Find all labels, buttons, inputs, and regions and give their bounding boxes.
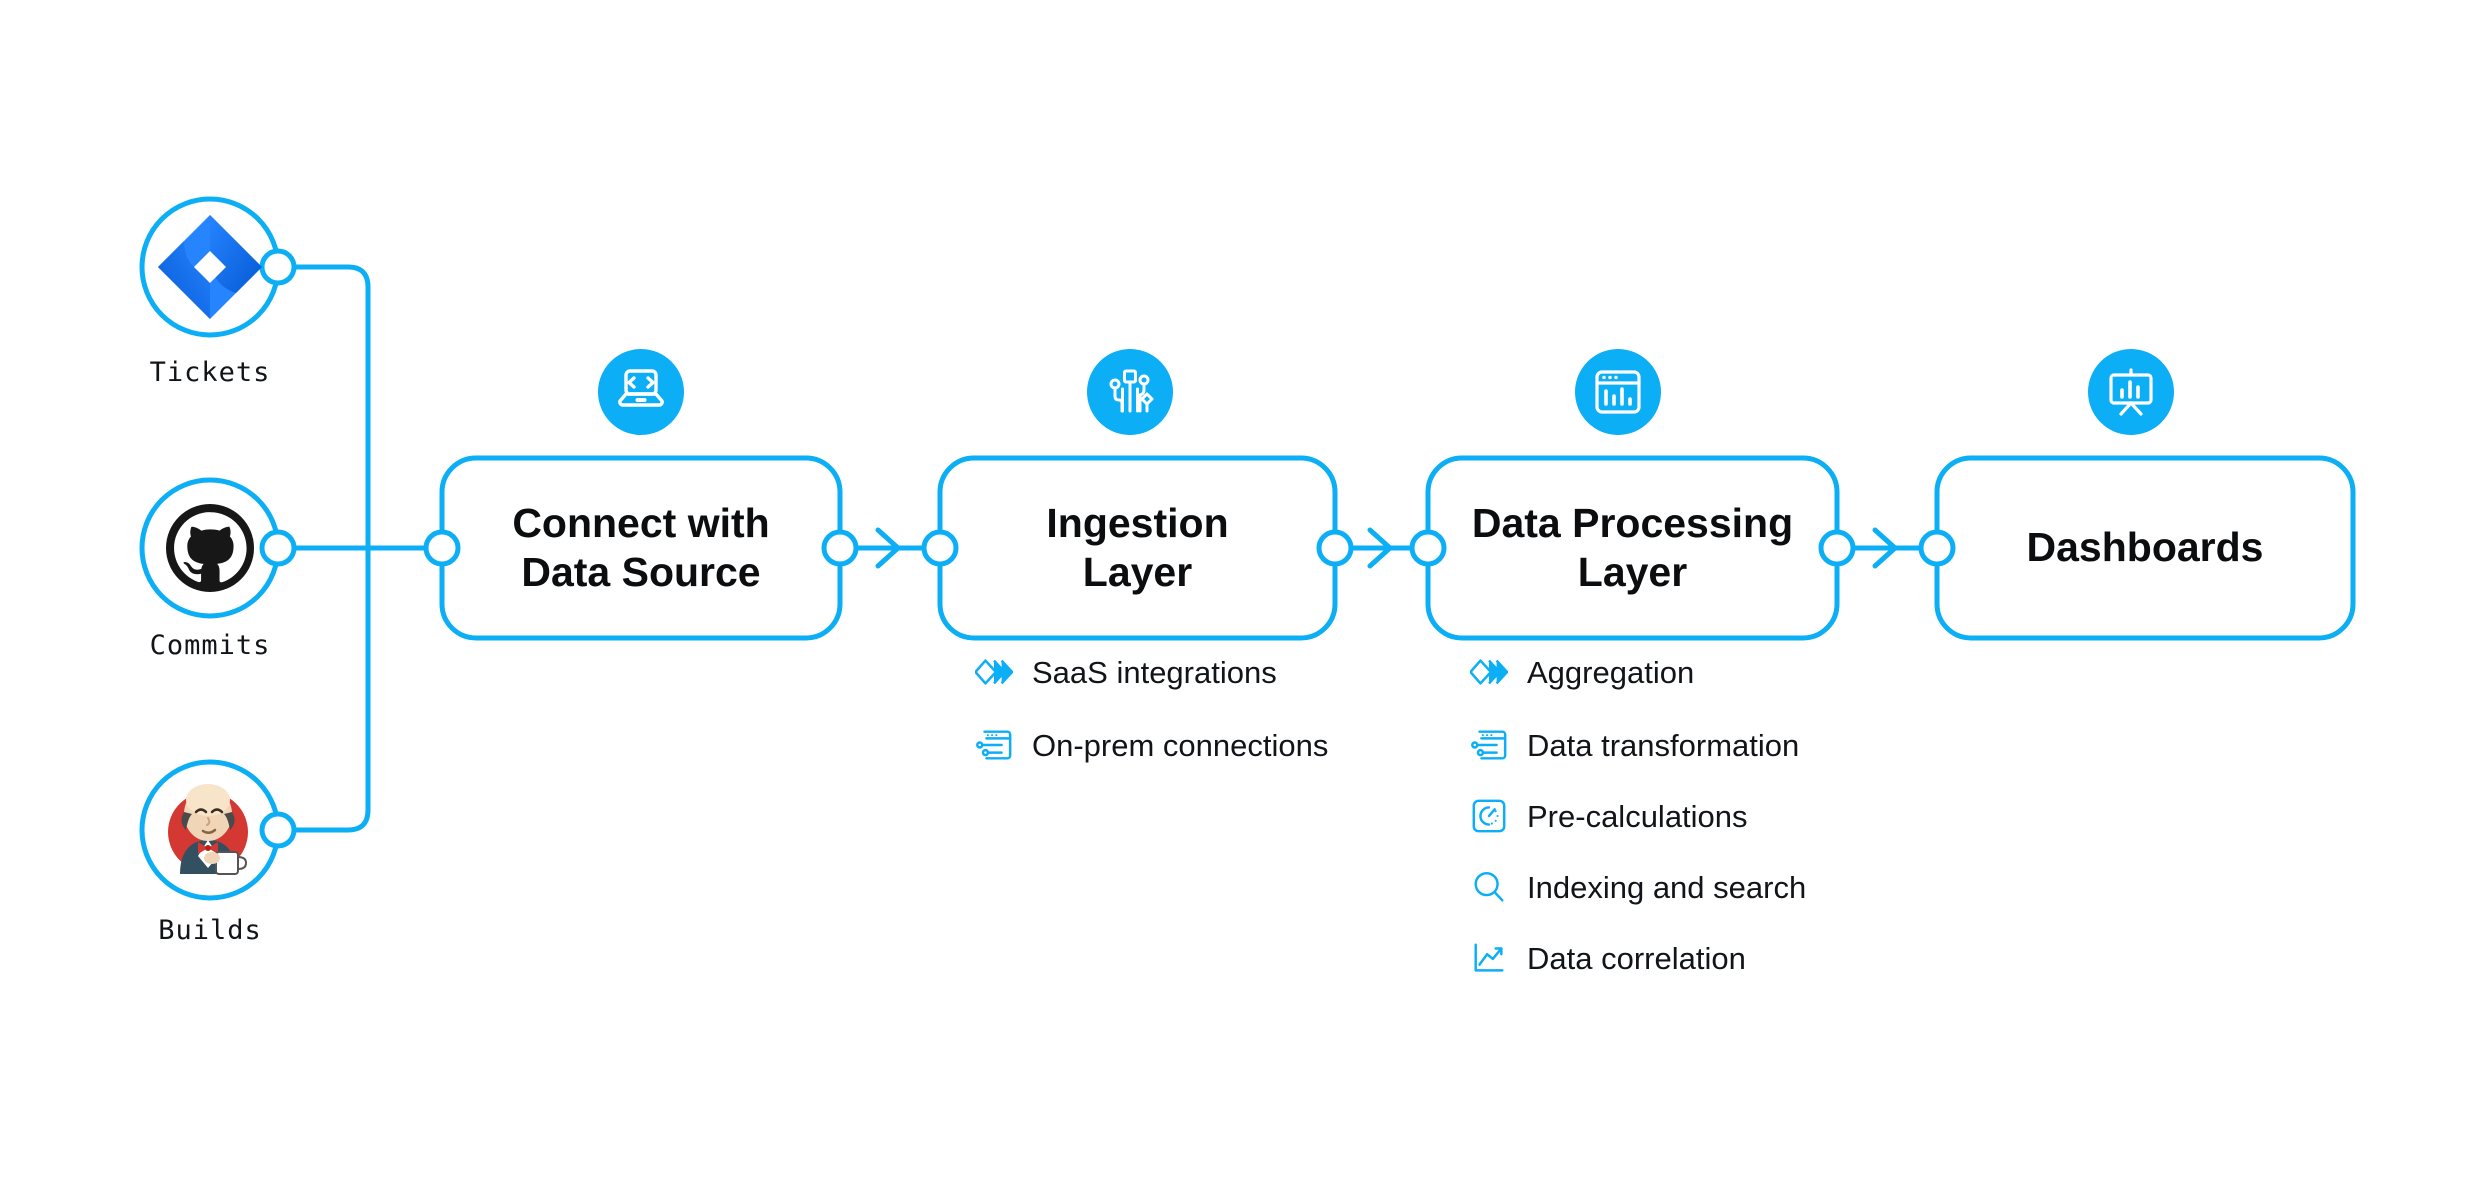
wire-builds: [275, 545, 371, 833]
port-tickets: [259, 248, 297, 286]
feature-label: Data transformation: [1527, 727, 1800, 763]
port-box2-right: [1316, 529, 1354, 567]
port-box2-left: [921, 529, 959, 567]
port-commits: [259, 529, 297, 567]
port-box3-right: [1818, 529, 1856, 567]
arrowhead-1: [875, 527, 901, 569]
badge-data-processing-layer: [1575, 349, 1661, 435]
jira-icon: [158, 215, 262, 319]
gauge-square-icon: [1472, 799, 1506, 833]
line-chart-icon: [1474, 943, 1504, 972]
feature-item[interactable]: Pre-calculations: [1470, 797, 1748, 835]
github-icon: [166, 504, 254, 592]
stacked-diamonds-icon: [975, 659, 1013, 685]
node-title-data-processing-layer: Data Processing Layer: [1471, 499, 1794, 595]
feature-item[interactable]: SaaS integrations: [975, 653, 1277, 691]
source-label-builds: Builds: [158, 915, 262, 946]
feature-item[interactable]: Indexing and search: [1470, 868, 1806, 906]
feature-item[interactable]: Aggregation: [1470, 653, 1694, 691]
feature-label: On-prem connections: [1032, 727, 1329, 763]
port-box1-right: [821, 529, 859, 567]
feature-item[interactable]: On-prem connections: [975, 726, 1328, 764]
source-label-tickets: Tickets: [149, 357, 271, 388]
magnifier-icon: [1474, 871, 1504, 902]
port-box1-left: [423, 529, 461, 567]
port-box3-left: [1409, 529, 1447, 567]
window-sliders-icon: [1471, 730, 1507, 760]
jenkins-icon: [168, 784, 248, 875]
feature-item[interactable]: Data correlation: [1470, 939, 1746, 977]
arrowhead-2: [1367, 527, 1393, 569]
feature-label: Pre-calculations: [1527, 798, 1748, 834]
source-label-commits: Commits: [149, 630, 271, 661]
port-box4-left: [1918, 529, 1956, 567]
presentation-chart-icon: [2109, 368, 2153, 416]
feature-item[interactable]: Data transformation: [1470, 726, 1799, 764]
window-sliders-icon: [976, 730, 1012, 760]
feature-label: Aggregation: [1527, 654, 1695, 690]
port-builds: [259, 811, 297, 849]
feature-label: SaaS integrations: [1032, 654, 1277, 690]
window-barchart-icon: [1595, 370, 1641, 414]
stacked-diamonds-icon: [1470, 659, 1508, 685]
feature-label: Indexing and search: [1527, 869, 1807, 905]
node-title-connect-with-data-source: Connect with Data Source: [512, 499, 770, 595]
wire-tickets: [275, 264, 371, 551]
laptop-code-icon: [618, 369, 664, 407]
badge-connect-with-data-source: [598, 349, 684, 435]
node-title-ingestion-layer: Ingestion Layer: [1046, 499, 1229, 595]
circuit-nodes-icon: [1109, 369, 1154, 413]
feature-label: Data correlation: [1527, 940, 1746, 976]
arrowhead-3: [1872, 527, 1898, 569]
node-title-dashboards: Dashboards: [2026, 524, 2264, 571]
